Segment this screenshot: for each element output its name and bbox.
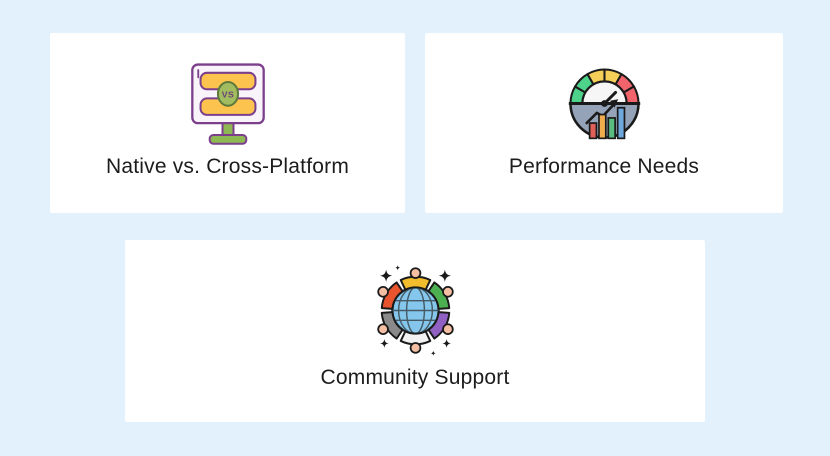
community-people-ring: [380, 275, 450, 346]
card-performance-needs: Performance Needs: [425, 33, 783, 213]
card-community-support: Community Support: [125, 240, 705, 422]
card-icon-area: [371, 263, 460, 357]
performance-gauge-icon: [568, 68, 640, 140]
card-native-vs-cross-platform: VS Native vs. Cross-Platform: [50, 33, 405, 213]
sparkle-icon: [379, 265, 451, 356]
card-title-performance-needs: Performance Needs: [508, 155, 700, 178]
mini-bar-chart: [588, 106, 625, 140]
people-heads: [376, 267, 454, 354]
monitor-vs-icon: VS: [190, 63, 265, 145]
card-icon-area: VS: [182, 60, 274, 146]
monitor-stand: [208, 121, 247, 145]
card-title-community-support: Community Support: [320, 366, 510, 389]
vs-badge-text: VS: [221, 90, 234, 100]
gauge-needle: [600, 90, 617, 107]
card-title-native-vs-cross-platform: Native vs. Cross-Platform: [105, 155, 350, 178]
vs-badge: [216, 80, 239, 107]
card-icon-area: [562, 60, 647, 146]
gauge-face: [580, 80, 628, 105]
community-globe-icon: [376, 265, 454, 356]
